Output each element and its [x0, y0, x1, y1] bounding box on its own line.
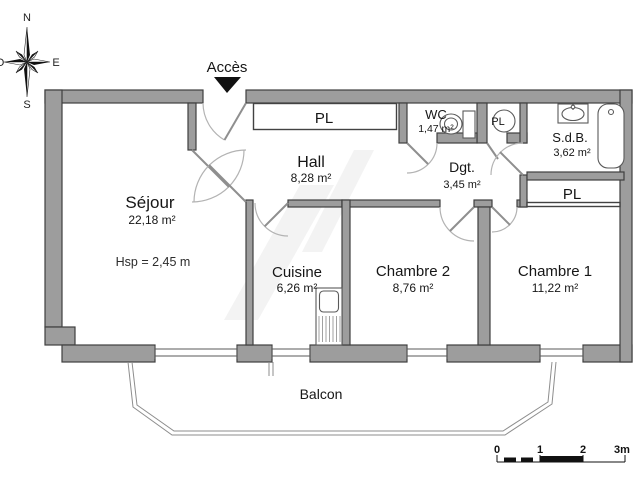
wall	[476, 102, 488, 144]
room-area-chambre2: 8,76 m²	[393, 281, 434, 295]
entrance-door	[202, 102, 247, 141]
wall	[61, 344, 156, 363]
closet-label-hall: PL	[315, 110, 333, 127]
balcony-railing	[127, 361, 557, 436]
room-label-wc: WC	[425, 107, 447, 122]
water-heater-icon	[492, 109, 516, 133]
room-area-sdb: 3,62 m²	[553, 147, 591, 159]
toilet-icon	[439, 110, 476, 139]
windows	[154, 346, 584, 359]
scale-2: 2	[580, 444, 586, 456]
wall	[245, 199, 254, 346]
hall-closet-box	[252, 102, 398, 131]
interior-walls	[187, 102, 625, 346]
entrance-label: Accès	[207, 59, 248, 76]
cuisine-door	[254, 202, 289, 237]
scale-bar: 0 1 2 3m	[494, 444, 630, 463]
wall	[446, 344, 541, 363]
wall	[473, 199, 493, 208]
compass-west: O	[0, 57, 5, 69]
wall	[287, 199, 343, 208]
compass-rose: N E S O	[0, 12, 60, 111]
entrance-marker: Accès	[207, 59, 248, 93]
kitchen-sink-icon	[315, 287, 343, 346]
room-area-sejour: 22,18 m²	[128, 213, 175, 227]
wall	[44, 89, 204, 104]
scale-1: 1	[537, 444, 543, 456]
exterior-walls	[44, 89, 633, 363]
wall	[236, 344, 273, 363]
doors	[191, 102, 524, 242]
room-label-sejour: Séjour	[125, 193, 174, 212]
room-area-dgt: 3,45 m²	[443, 179, 481, 191]
room-label-dgt: Dgt.	[449, 159, 475, 175]
compass-east: E	[52, 57, 59, 69]
compass-north: N	[23, 12, 31, 24]
bathtub-icon	[597, 103, 625, 169]
window	[154, 346, 238, 359]
wall	[341, 199, 351, 346]
window	[539, 346, 584, 359]
closet-label-chambre1: PL	[563, 186, 581, 203]
wall	[44, 326, 76, 346]
wall	[44, 89, 63, 328]
wc-door	[406, 142, 438, 174]
wall	[526, 171, 625, 181]
scale-3m: 3m	[614, 444, 630, 456]
wall	[398, 102, 408, 144]
chambre1-closet-front	[526, 201, 621, 208]
wall	[245, 89, 633, 104]
room-area-hall: 8,28 m²	[291, 171, 332, 185]
entrance-arrow-icon	[214, 77, 241, 93]
room-label-hall: Hall	[297, 154, 325, 171]
compass-south: S	[23, 99, 30, 111]
closet-label-water-heater: PL	[491, 116, 504, 128]
room-area-cuisine: 6,26 m²	[277, 281, 318, 295]
window	[406, 346, 448, 359]
wall	[341, 199, 441, 208]
bathroom-sink-icon	[557, 103, 589, 124]
ceiling-height-note: Hsp = 2,45 m	[116, 255, 191, 269]
wall	[187, 102, 197, 151]
room-label-sdb: S.d.B.	[552, 130, 587, 145]
wall	[519, 174, 528, 208]
wall	[477, 206, 491, 346]
room-area-wc: 1,47 m²	[418, 123, 454, 135]
scale-0: 0	[494, 444, 500, 456]
sdb-door	[490, 142, 524, 176]
chambre2-door	[439, 206, 475, 242]
room-label-cuisine: Cuisine	[272, 264, 322, 281]
room-area-chambre1: 11,22 m²	[532, 281, 578, 295]
wall	[519, 102, 528, 144]
small-closet-door	[486, 142, 499, 160]
chambre1-door	[491, 206, 518, 233]
window	[271, 346, 311, 359]
room-label-chambre1: Chambre 1	[518, 263, 592, 280]
room-label-balcon: Balcon	[300, 386, 343, 402]
room-label-chambre2: Chambre 2	[376, 263, 450, 280]
wall	[309, 344, 408, 363]
room-labels: Séjour 22,18 m² Hsp = 2,45 m Hall 8,28 m…	[116, 107, 592, 402]
sejour-double-door	[191, 149, 247, 203]
